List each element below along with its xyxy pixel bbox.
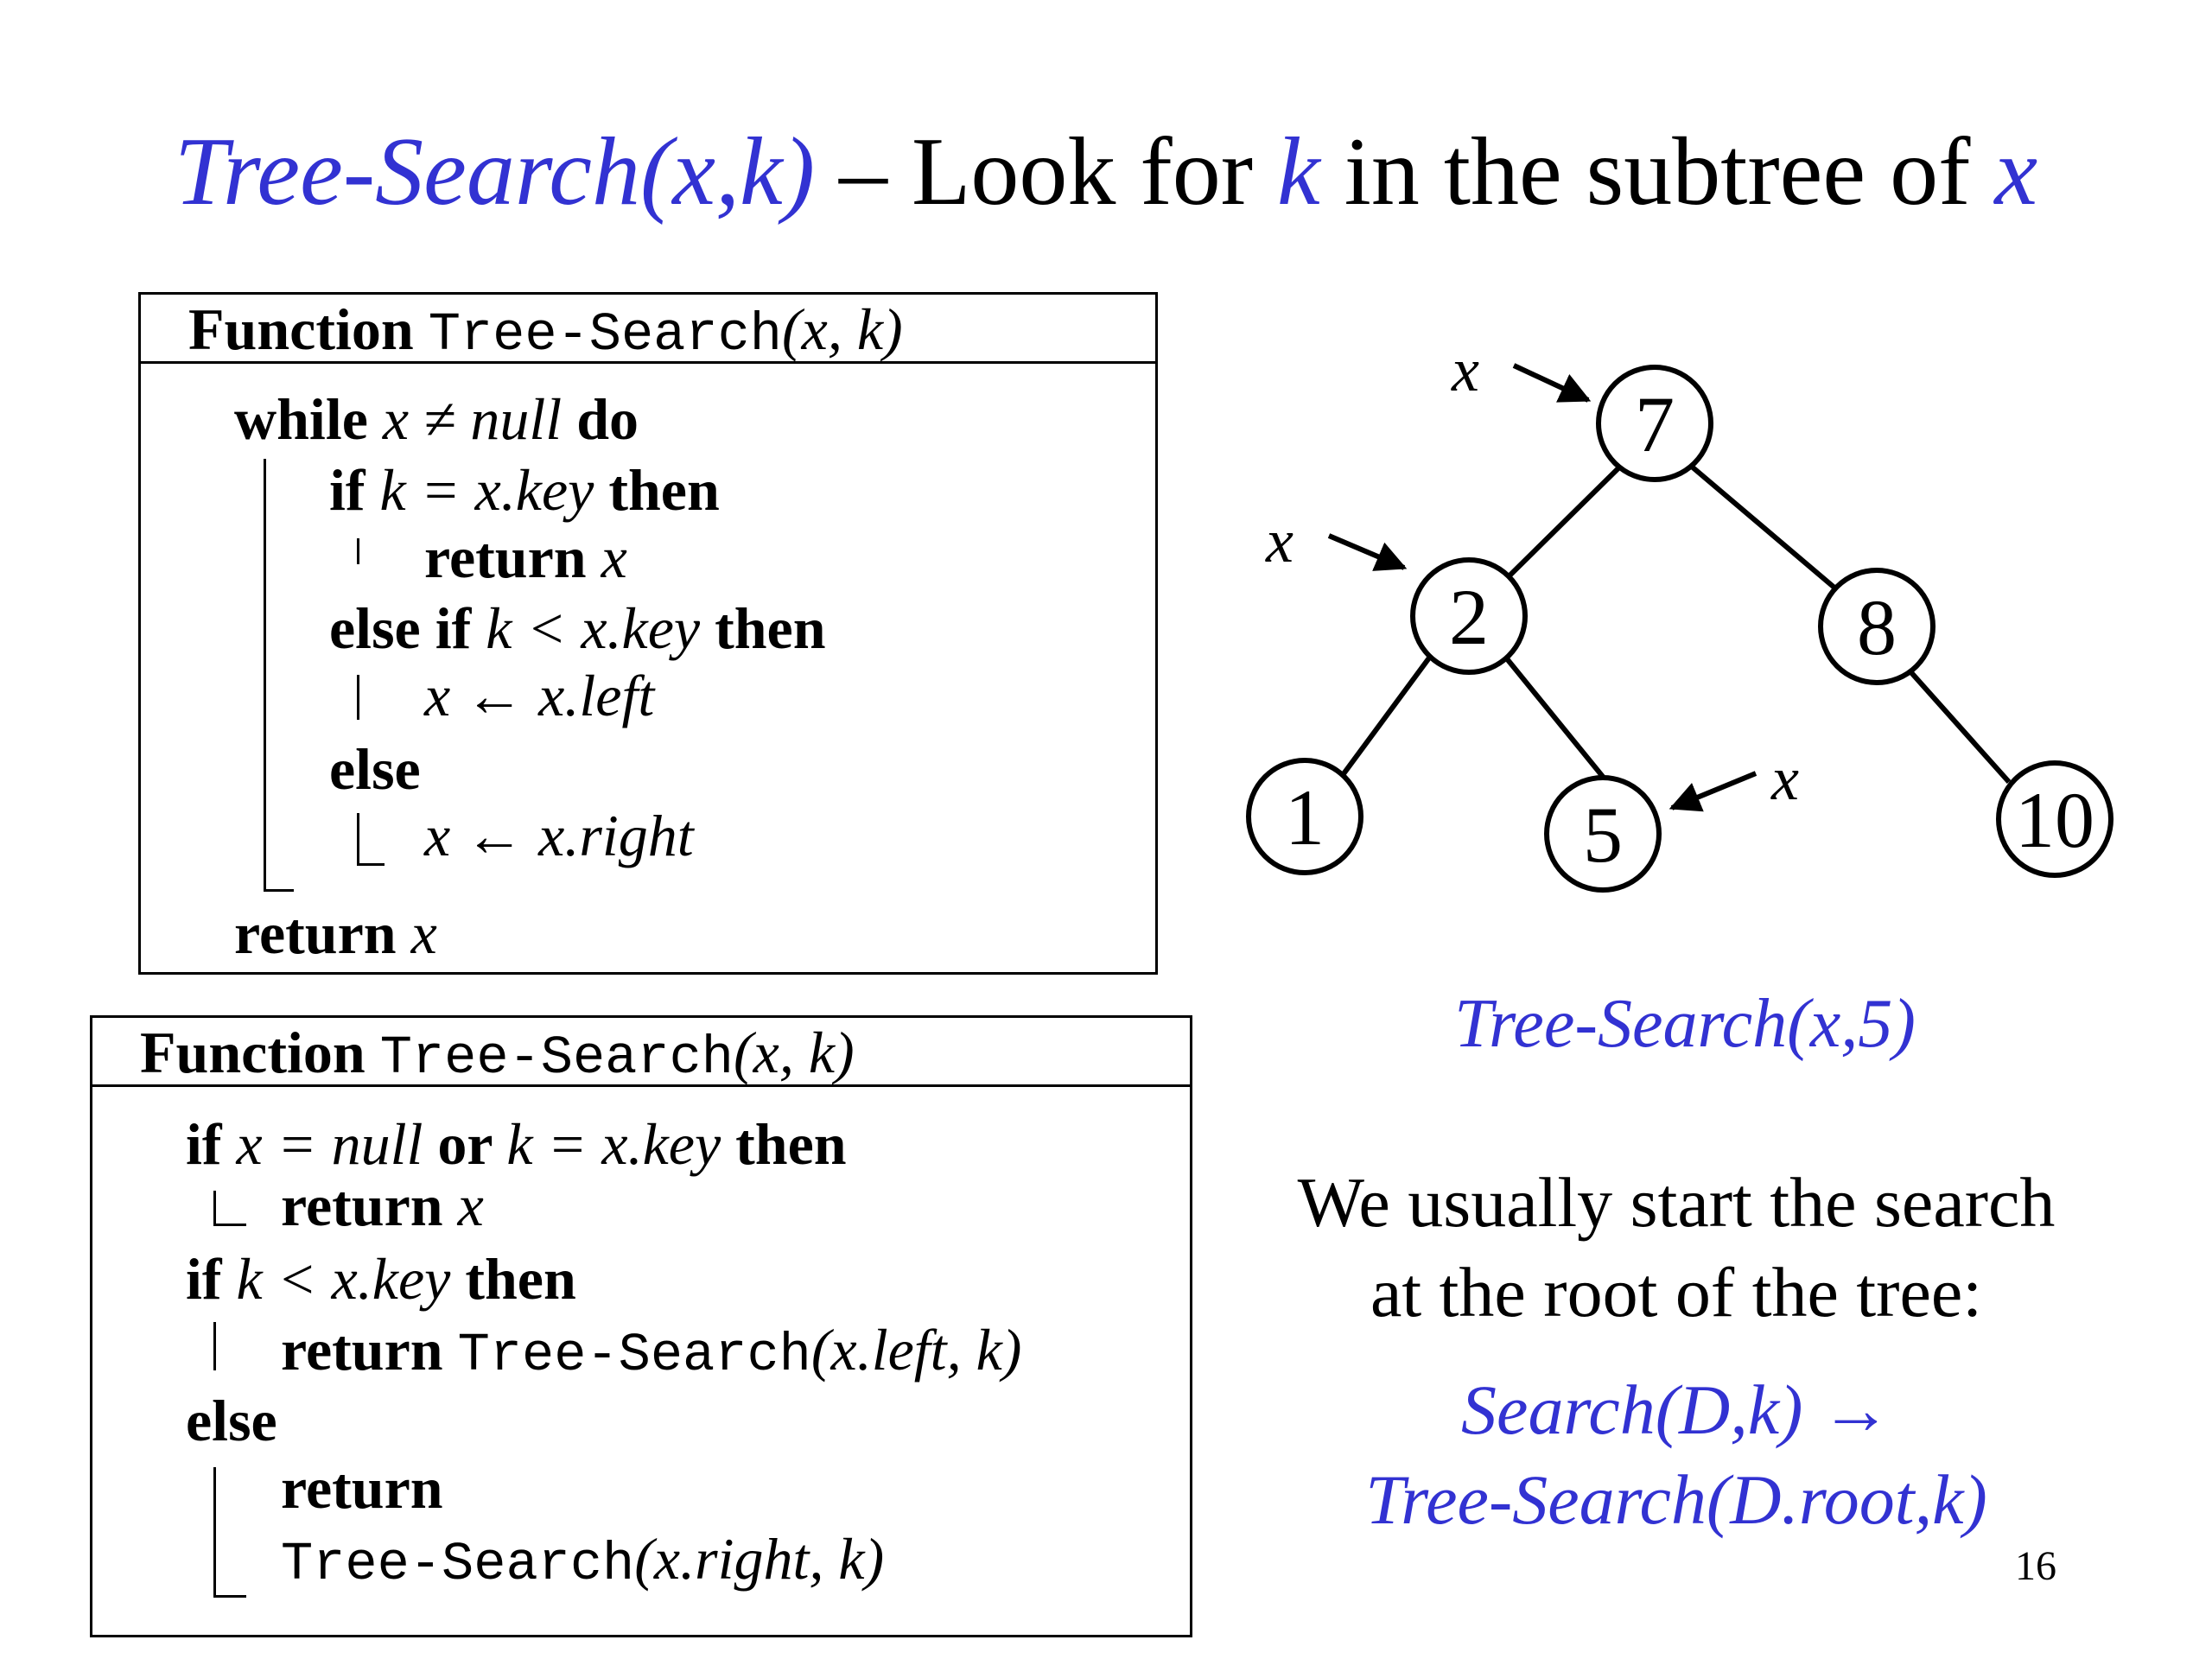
code-line: return Tree-Search(x.left, k)	[281, 1317, 1022, 1386]
code-line: x ← x.left	[424, 663, 655, 728]
code-line: if x = null or k = x.key then	[186, 1111, 847, 1177]
title-k: k	[1277, 118, 1320, 226]
tree-node-label: 5	[1583, 791, 1623, 879]
search-call-line: Search(D,k) →	[1244, 1365, 2108, 1455]
code-line: if k < x.key then	[186, 1246, 576, 1312]
block-bar	[357, 675, 359, 720]
block-bar	[213, 1191, 216, 1225]
block-bar	[264, 459, 266, 891]
tree-edge	[1335, 655, 1433, 784]
pointer-arrow	[1327, 533, 1408, 571]
tree-node	[1596, 365, 1713, 482]
function-args: (x, k)	[734, 1020, 855, 1085]
pointer-label: x	[1770, 744, 1799, 813]
block-bar	[213, 1467, 216, 1597]
tree-node-label: 7	[1635, 380, 1675, 468]
slide-title: Tree-Search(x,k) – Look for k in the sub…	[0, 117, 2212, 228]
algorithm-recursive: Function Tree-Search(x, k) if x = null o…	[90, 1015, 1192, 1637]
code-line: Tree-Search(x.right, k)	[281, 1526, 885, 1595]
page-number: 16	[2015, 1543, 2056, 1589]
pointer-label: x	[1451, 335, 1479, 404]
tree-node-label: 10	[2015, 776, 2094, 864]
pointer-arrow	[1669, 771, 1758, 812]
tree-node-label: 8	[1857, 583, 1897, 671]
tree-edge	[1495, 460, 1627, 590]
title-mid: in the subtree of	[1319, 118, 1995, 226]
tree-node	[1818, 568, 1936, 685]
algorithm-iterative: Function Tree-Search(x, k) while x ≠ nul…	[138, 292, 1158, 975]
block-bar-foot	[264, 889, 294, 892]
note-text: We usually start the search at the root …	[1244, 1158, 2108, 1338]
title-x: x	[1994, 118, 2038, 226]
block-bar-foot	[213, 1224, 246, 1226]
note-calls: Search(D,k) → Tree-Search(D.root,k)	[1244, 1365, 2108, 1545]
title-call: Tree-Search(x,k)	[174, 118, 815, 226]
tree-node	[1246, 758, 1363, 875]
code-line: if k = x.key then	[329, 457, 720, 523]
code-line: while x ≠ null do	[234, 386, 639, 452]
title-dash: – Look for	[815, 118, 1278, 226]
block-bar-foot	[213, 1595, 246, 1598]
code-line: return	[281, 1455, 443, 1521]
code-line: return x	[234, 900, 437, 966]
function-keyword: Function	[188, 296, 429, 362]
function-args: (x, k)	[782, 296, 903, 362]
block-bar-foot	[357, 863, 385, 866]
tree-edge	[1898, 659, 2012, 784]
algorithm-header: Function Tree-Search(x, k)	[141, 295, 1155, 365]
tree-node	[1410, 557, 1528, 675]
tree-caption: Tree-Search(x,5)	[1454, 986, 1916, 1062]
code-line: else	[186, 1388, 277, 1453]
algorithm-header: Function Tree-Search(x, k)	[92, 1018, 1190, 1089]
tree-node-label: 2	[1449, 573, 1489, 661]
block-bar	[357, 538, 359, 564]
function-name: Tree-Search	[428, 304, 782, 365]
note-line-1: We usually start the search	[1297, 1163, 2056, 1242]
search-call: Search(D,k)	[1461, 1370, 1803, 1449]
tree-edge	[1685, 460, 1836, 590]
code-line: else	[329, 736, 421, 802]
pointer-label: x	[1265, 506, 1294, 575]
implies-arrow: →	[1820, 1370, 1891, 1449]
tree-search-call: Tree-Search(D.root,k)	[1365, 1460, 1987, 1539]
binary-search-tree: 7 2 8 1 5 10 x x x	[1246, 335, 2113, 893]
function-keyword: Function	[140, 1020, 380, 1085]
tree-node	[1544, 775, 1662, 893]
block-bar	[213, 1322, 216, 1370]
tree-node	[1996, 760, 2113, 878]
pointer-arrow	[1512, 363, 1592, 403]
note-line-2: at the root of the tree:	[1370, 1253, 1983, 1332]
tree-node-label: 1	[1285, 773, 1325, 861]
code-line: x ← x.right	[424, 803, 694, 868]
code-line: return x	[281, 1173, 484, 1238]
tree-edge	[1503, 655, 1610, 784]
function-name: Tree-Search	[379, 1027, 734, 1089]
code-line: return x	[424, 524, 627, 590]
code-line: else if k < x.key then	[329, 595, 826, 661]
block-bar	[357, 813, 359, 865]
